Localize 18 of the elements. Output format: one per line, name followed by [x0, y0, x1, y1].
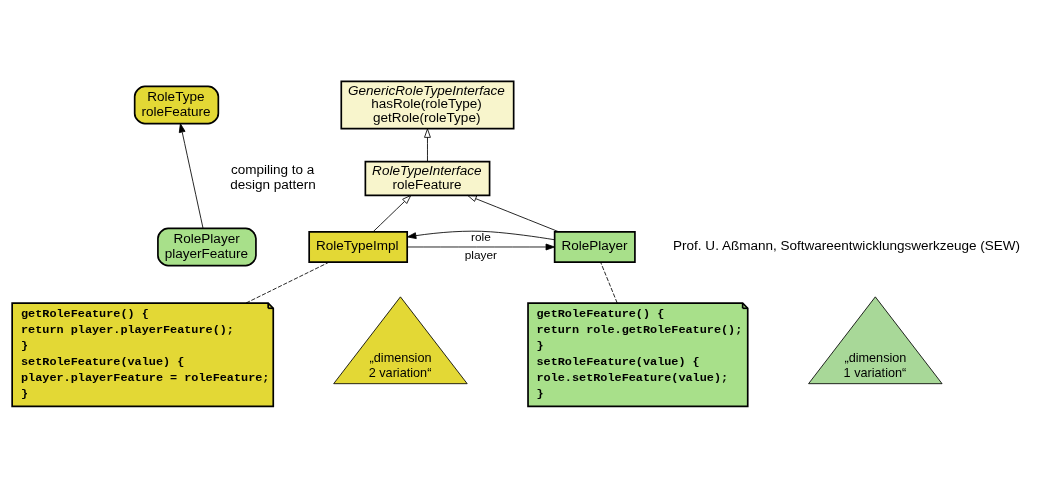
- arrow: [372, 194, 412, 232]
- node-box: RoleType roleFeature: [133, 85, 220, 124]
- arrow: [467, 194, 559, 232]
- node-box: RolePlayer: [553, 230, 636, 263]
- label: Prof. U. Aßmann, Softwareentwicklungswerkzeuge (SEW): [673, 237, 1021, 253]
- arrow: [407, 230, 556, 240]
- label: compiling to a design pattern: [230, 161, 316, 192]
- edge-label: role: [471, 229, 491, 244]
- connector: [600, 261, 618, 303]
- node-box: GenericRoleTypeInterface hasRole(roleType) getRole(roleType): [340, 80, 515, 130]
- node-box: RoleTypeImpl: [308, 230, 409, 263]
- arrow: [424, 128, 431, 162]
- node-box: RolePlayer playerFeature: [157, 227, 257, 266]
- arrow: [178, 122, 204, 229]
- node-box: RoleTypeInterface roleFeature: [364, 160, 491, 196]
- arrow: [406, 243, 555, 250]
- connector: [245, 261, 330, 303]
- edge-label: player: [464, 247, 498, 262]
